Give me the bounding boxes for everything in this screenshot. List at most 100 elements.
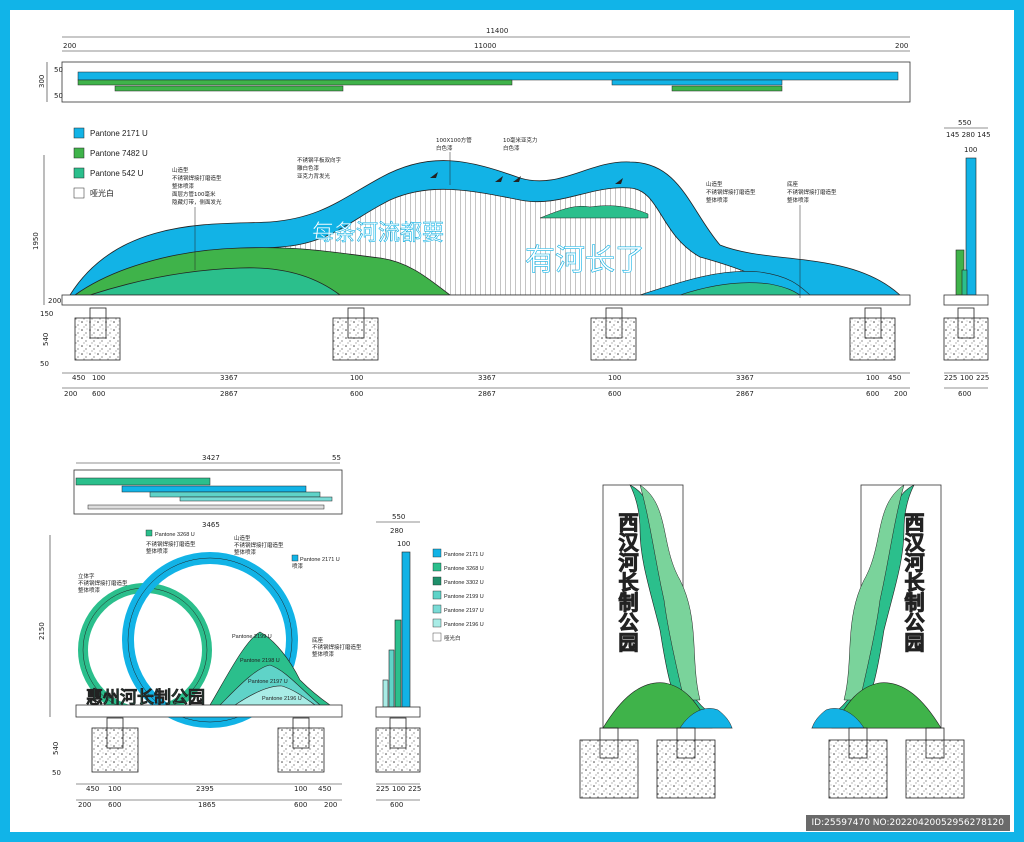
svg-text:不锈钢平板双向字: 不锈钢平板双向字 — [297, 156, 342, 164]
legend-swatch — [73, 147, 85, 159]
svg-text:整体喷漆: 整体喷漆 — [312, 650, 335, 658]
svg-text:Pantone 3268 U: Pantone 3268 U — [444, 566, 484, 572]
svg-text:100: 100 — [960, 374, 973, 382]
svg-text:600: 600 — [108, 801, 121, 809]
legend-swatch — [73, 187, 85, 199]
side-view-top: 550 145 280 145 100 225 100 225 600 — [943, 119, 991, 398]
legend-label: Pantone 7482 U — [90, 149, 148, 158]
svg-text:Pantone 2171 U: Pantone 2171 U — [444, 552, 484, 558]
svg-text:100: 100 — [294, 785, 307, 793]
svg-text:540: 540 — [52, 742, 60, 755]
dim-left: 200 — [63, 42, 76, 50]
watermark-left: 昵图网 www.nipic.com — [28, 816, 197, 832]
svg-text:Pantone 3302 U: Pantone 3302 U — [444, 580, 484, 586]
svg-text:隐藏灯带，侧面发光: 隐藏灯带，侧面发光 — [172, 198, 222, 206]
svg-text:10毫米亚克力: 10毫米亚克力 — [503, 136, 538, 144]
svg-text:整体喷漆: 整体喷漆 — [787, 196, 810, 204]
svg-text:山造型: 山造型 — [234, 534, 251, 542]
svg-text:底座: 底座 — [312, 636, 324, 644]
svg-text:2395: 2395 — [196, 785, 214, 793]
svg-text:Pantone 2196 U: Pantone 2196 U — [444, 622, 484, 628]
svg-text:100: 100 — [92, 374, 105, 382]
svg-text:立体字: 立体字 — [78, 572, 95, 580]
svg-text:喷漆: 喷漆 — [292, 562, 304, 570]
svg-text:Pantone 2198 U: Pantone 2198 U — [240, 658, 280, 664]
svg-text:550: 550 — [958, 119, 971, 127]
svg-text:整体喷漆: 整体喷漆 — [706, 196, 729, 204]
found-a: 150 — [40, 310, 53, 318]
found-b: 540 — [42, 333, 50, 346]
svg-text:不锈钢焊接打磨造型: 不锈钢焊接打磨造型 — [234, 541, 284, 549]
svg-text:55: 55 — [332, 454, 341, 462]
svg-text:280: 280 — [390, 527, 403, 535]
sign-right-text: 西汉河长制公园 — [901, 512, 926, 653]
svg-text:Pantone 2197 U: Pantone 2197 U — [444, 608, 484, 614]
svg-text:山造型: 山造型 — [706, 180, 723, 188]
svg-text:不锈钢焊接打磨造型: 不锈钢焊接打磨造型 — [312, 643, 362, 651]
svg-text:450: 450 — [888, 374, 901, 382]
plan-depth: 300 — [38, 75, 46, 88]
svg-text:50: 50 — [52, 769, 61, 777]
svg-text:600: 600 — [294, 801, 307, 809]
svg-text:2867: 2867 — [736, 390, 754, 398]
svg-text:不锈钢焊接打磨造型: 不锈钢焊接打磨造型 — [787, 188, 837, 196]
sign-left: 西汉河长制公园 — [579, 484, 733, 799]
slogan-line-2: 有河长了 — [525, 243, 645, 278]
svg-text:整体喷漆: 整体喷漆 — [78, 586, 101, 594]
svg-text:Pantone 2171 U: Pantone 2171 U — [300, 557, 340, 563]
svg-text:Pantone 2199 U: Pantone 2199 U — [232, 634, 272, 640]
watermark-right: ID:25597470 NO:20220420052956278120 — [805, 815, 1010, 831]
svg-text:200: 200 — [78, 801, 91, 809]
svg-text:Pantone 2197 U: Pantone 2197 U — [248, 679, 288, 685]
svg-text:145 280 145: 145 280 145 — [946, 131, 991, 139]
svg-text:白色漆: 白色漆 — [503, 144, 520, 152]
park-sign-text: 惠州河长制公园 — [86, 687, 205, 708]
bottom-dims-top: 450 100 3367 100 3367 100 3367 100 450 2… — [64, 374, 907, 398]
svg-text:不锈钢焊接打磨造型: 不锈钢焊接打磨造型 — [78, 579, 128, 587]
svg-text:2867: 2867 — [478, 390, 496, 398]
svg-text:3367: 3367 — [736, 374, 754, 382]
svg-text:100: 100 — [866, 374, 879, 382]
found-c: 50 — [40, 360, 49, 368]
svg-text:100: 100 — [608, 374, 621, 382]
dim-total: 11400 — [486, 27, 508, 35]
svg-text:100: 100 — [108, 785, 121, 793]
svg-text:3367: 3367 — [220, 374, 238, 382]
legend-mid: Pantone 2171 U Pantone 3268 U Pantone 33… — [432, 548, 484, 642]
svg-text:Pantone 3268 U: Pantone 3268 U — [155, 532, 195, 538]
mid-plan-view: 3427 55 3465 — [73, 454, 343, 529]
svg-text:225: 225 — [408, 785, 421, 793]
svg-text:山造型: 山造型 — [172, 166, 189, 174]
legend-swatch — [73, 127, 85, 139]
sign-right: 西汉河长制公园 — [811, 484, 965, 799]
sign-left-text: 西汉河长制公园 — [615, 512, 640, 653]
svg-text:600: 600 — [92, 390, 105, 398]
svg-text:200: 200 — [324, 801, 337, 809]
mid-elevation: 惠州河长制公园 Pantone 3268 U 不锈钢焊接打磨造型 整体喷漆 立体… — [38, 529, 362, 809]
svg-text:亚克力背发光: 亚克力背发光 — [297, 172, 331, 180]
svg-text:600: 600 — [958, 390, 971, 398]
svg-text:100X100方管: 100X100方管 — [436, 136, 472, 144]
svg-text:不锈钢焊接打磨造型: 不锈钢焊接打磨造型 — [706, 188, 756, 196]
svg-text:白色漆: 白色漆 — [436, 144, 453, 152]
svg-text:Pantone 2199 U: Pantone 2199 U — [444, 594, 484, 600]
legend-swatch — [73, 167, 85, 179]
foundations-top — [74, 307, 896, 361]
svg-text:雕白色漆: 雕白色漆 — [297, 164, 320, 172]
svg-text:Pantone 2196 U: Pantone 2196 U — [262, 696, 302, 702]
svg-text:225: 225 — [944, 374, 957, 382]
height-base: 200 — [48, 297, 61, 305]
svg-text:整体喷漆: 整体喷漆 — [172, 182, 195, 190]
svg-text:450: 450 — [86, 785, 99, 793]
dim-right: 200 — [895, 42, 908, 50]
svg-text:600: 600 — [608, 390, 621, 398]
svg-text:600: 600 — [350, 390, 363, 398]
svg-text:450: 450 — [72, 374, 85, 382]
plan-a: 50 — [54, 66, 63, 74]
svg-text:600: 600 — [390, 801, 403, 809]
legend-label: 哑光白 — [90, 188, 114, 198]
foundations-mid — [91, 717, 325, 773]
svg-text:200: 200 — [894, 390, 907, 398]
svg-text:底座: 底座 — [787, 180, 799, 188]
